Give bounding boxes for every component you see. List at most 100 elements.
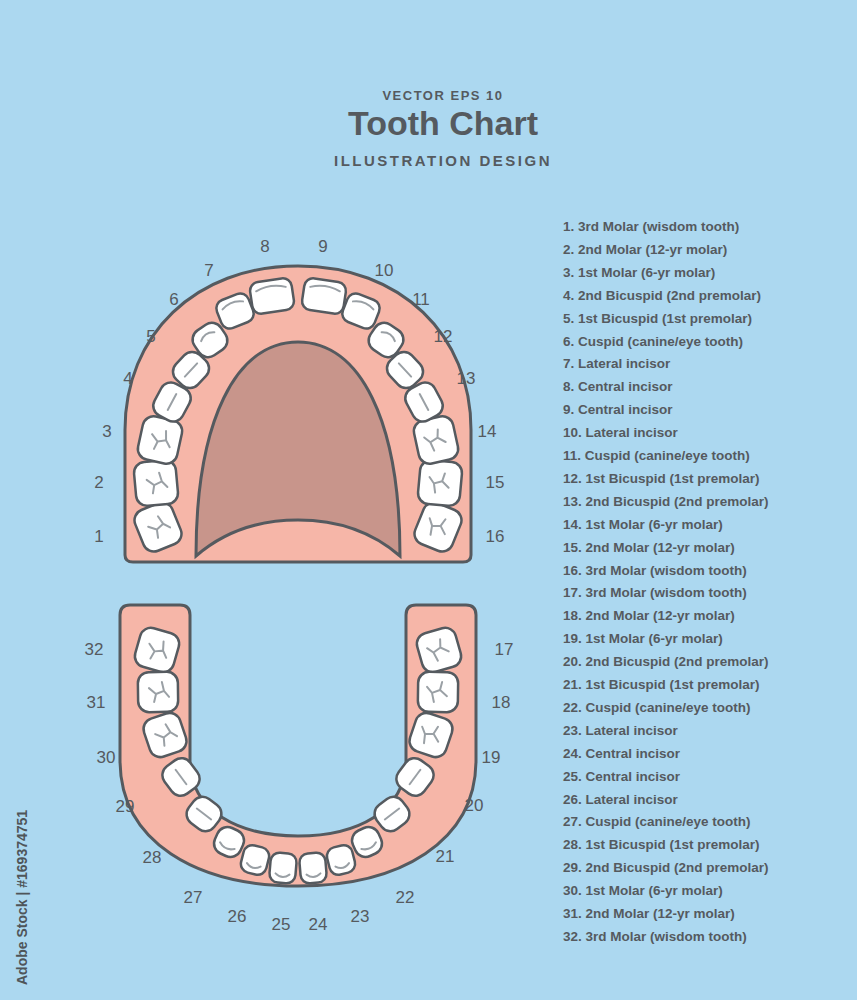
callout-number: 25: [272, 915, 291, 935]
tooth-groove: [428, 472, 450, 494]
tooth-groove: [307, 873, 321, 877]
callout-number: 7: [204, 261, 213, 281]
tooth: [299, 852, 327, 884]
tooth-list-item: 16. 3rd Molar (wisdom tooth): [563, 562, 747, 577]
lower-gum: [120, 605, 476, 886]
tooth-crown: [407, 710, 456, 760]
tooth-groove: [153, 722, 178, 747]
tooth-crown: [299, 852, 327, 884]
tooth-list-item: 32. 3rd Molar (wisdom tooth): [563, 928, 747, 943]
tooth: [133, 459, 179, 507]
tooth-groove: [335, 863, 349, 869]
callout-number: 18: [492, 693, 511, 713]
callout-number: 10: [375, 261, 394, 281]
callout-number: 24: [309, 915, 328, 935]
tooth-list-item: 28. 1st Bicuspid (1st premolar): [563, 837, 760, 852]
tooth: [239, 843, 271, 877]
upper-gum: [125, 266, 471, 562]
callout-number: 3: [102, 422, 111, 442]
tooth: [411, 499, 465, 555]
tooth-list-item: 31. 2nd Molar (12-yr molar): [563, 906, 735, 921]
tooth-list-item: 15. 2nd Molar (12-yr molar): [563, 539, 735, 554]
tooth: [414, 625, 463, 674]
callout-number: 29: [116, 797, 135, 817]
tooth-list-item: 27. Cuspid (canine/eye tooth): [563, 814, 751, 829]
tooth-groove: [146, 638, 171, 663]
tooth-crown: [249, 277, 295, 315]
tooth-list-item: 8. Central incisor: [563, 379, 673, 394]
callout-number: 30: [97, 748, 116, 768]
palate: [196, 342, 400, 556]
callout-number: 6: [169, 290, 178, 310]
tooth-list-item: 5. 1st Bicuspid (1st premolar): [563, 310, 752, 325]
tooth-list-item: 30. 1st Molar (6-yr molar): [563, 883, 723, 898]
tooth-groove: [417, 722, 442, 747]
tooth-list-item: 1. 3rd Molar (wisdom tooth): [563, 219, 739, 234]
tooth-groove: [146, 514, 172, 540]
tooth-crown: [392, 754, 438, 800]
callout-number: 4: [123, 369, 132, 389]
tooth-groove: [219, 842, 235, 851]
tooth: [407, 710, 456, 760]
tooth-list-item: 11. Cuspid (canine/eye tooth): [563, 448, 750, 463]
callout-number: 31: [87, 693, 106, 713]
tooth-list-item: 29. 2nd Bicuspid (2nd premolar): [563, 860, 769, 875]
tooth-groove: [185, 363, 197, 376]
tooth-crown: [411, 499, 465, 555]
callout-number: 26: [228, 907, 247, 927]
callout-number: 21: [436, 847, 455, 867]
tooth-list-item: 6. Cuspid (canine/eye tooth): [563, 333, 743, 348]
tooth-crown: [138, 672, 179, 713]
tooth-groove: [410, 770, 421, 784]
tooth: [417, 459, 463, 507]
tooth-groove: [168, 394, 177, 410]
tooth: [325, 843, 357, 877]
tooth-list-item: 21. 1st Bicuspid (1st premolar): [563, 677, 760, 692]
tooth-list-item: 17. 3rd Molar (wisdom tooth): [563, 585, 747, 600]
tooth-groove: [426, 638, 451, 663]
tooth: [131, 499, 185, 555]
tooth-groove: [399, 363, 411, 376]
tooth-crown: [414, 625, 463, 674]
tooth: [269, 852, 297, 884]
tooth-crown: [132, 625, 181, 674]
tooth: [132, 625, 181, 674]
tooth-groove: [427, 682, 447, 702]
tooth-groove: [420, 394, 429, 410]
teeth: [131, 277, 465, 884]
tooth: [249, 277, 295, 315]
tooth-list-item: 3. 1st Molar (6-yr molar): [563, 264, 715, 279]
callout-number: 11: [412, 290, 430, 310]
callout-number: 28: [143, 848, 162, 868]
tooth-list-item: 18. 2nd Molar (12-yr molar): [563, 608, 735, 623]
callout-number: 9: [318, 237, 327, 257]
tooth-crown: [133, 459, 179, 507]
tooth-groove: [423, 428, 447, 452]
tooth: [418, 672, 459, 713]
tooth-groove: [149, 428, 173, 452]
header-note: ILLUSTRATION DESIGN: [334, 152, 552, 169]
tooth-list-item: 22. Cuspid (canine/eye tooth): [563, 699, 751, 714]
tooth-groove: [424, 514, 450, 540]
tooth-list-item: 24. Central incisor: [563, 745, 680, 760]
tooth-crown: [417, 459, 463, 507]
callout-number: 13: [457, 369, 476, 389]
tooth-list-item: 9. Central incisor: [563, 402, 673, 417]
tooth-list-item: 14. 1st Molar (6-yr molar): [563, 516, 723, 531]
tooth-groove: [310, 284, 340, 291]
tooth: [392, 754, 438, 800]
tooth-crown: [301, 277, 347, 315]
callout-number: 17: [495, 640, 514, 660]
callout-number: 27: [184, 888, 203, 908]
callout-number: 8: [260, 237, 269, 257]
callout-number: 14: [478, 422, 497, 442]
tooth-crown: [269, 852, 297, 884]
tooth-groove: [361, 842, 377, 851]
tooth-groove: [149, 682, 169, 702]
tooth-list-item: 20. 2nd Bicuspid (2nd premolar): [563, 654, 769, 669]
tooth-groove: [382, 330, 397, 341]
callout-number: 16: [486, 527, 505, 547]
tooth-list-item: 26. Lateral incisor: [563, 791, 678, 806]
tooth-crown: [141, 710, 190, 760]
tooth: [158, 754, 204, 800]
